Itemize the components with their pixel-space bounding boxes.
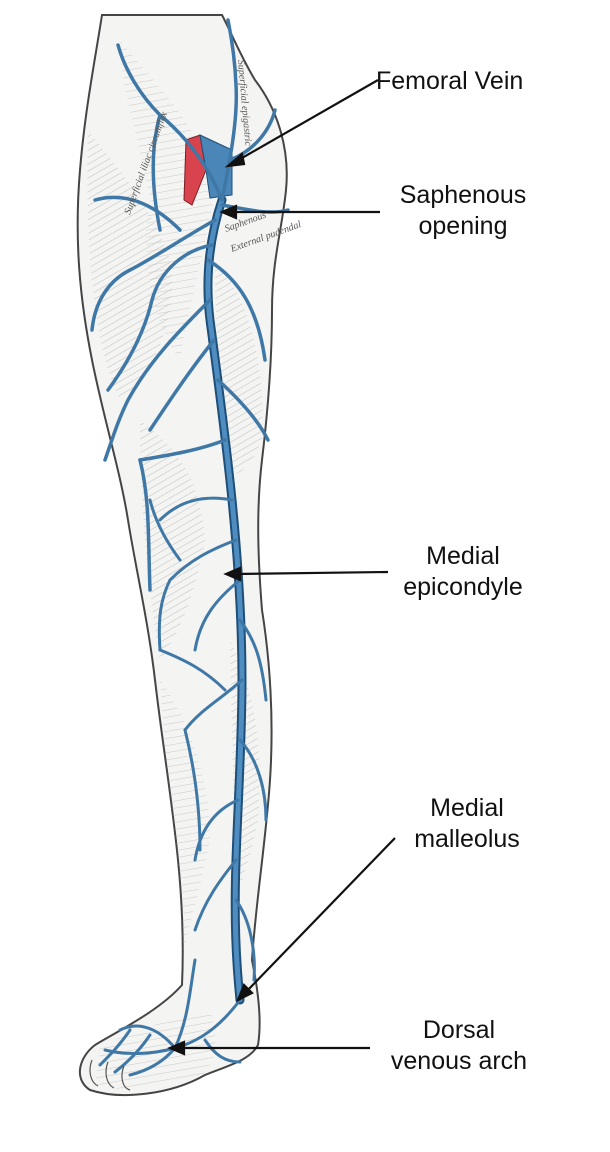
pointer-lines	[167, 79, 396, 1056]
label-saphenous-opening: Saphenous opening	[399, 181, 527, 240]
label-medial-malleolus: Medial malleolus	[414, 794, 520, 853]
pointer-medial-malleolus	[244, 837, 396, 994]
label-femoral-vein: Femoral Vein	[376, 67, 524, 95]
muscle-texture	[87, 40, 263, 1090]
label-dorsal-venous-arch: Dorsal venous arch	[390, 1016, 528, 1075]
toe-outlines	[89, 1059, 131, 1091]
femoral-artery	[183, 134, 207, 206]
vein-network	[90, 18, 290, 1077]
label-medial-epicondyle: Medial epicondyle	[403, 542, 523, 601]
pointer-femoral-vein	[234, 79, 379, 163]
pointer-medial-epicondyle	[235, 570, 389, 576]
